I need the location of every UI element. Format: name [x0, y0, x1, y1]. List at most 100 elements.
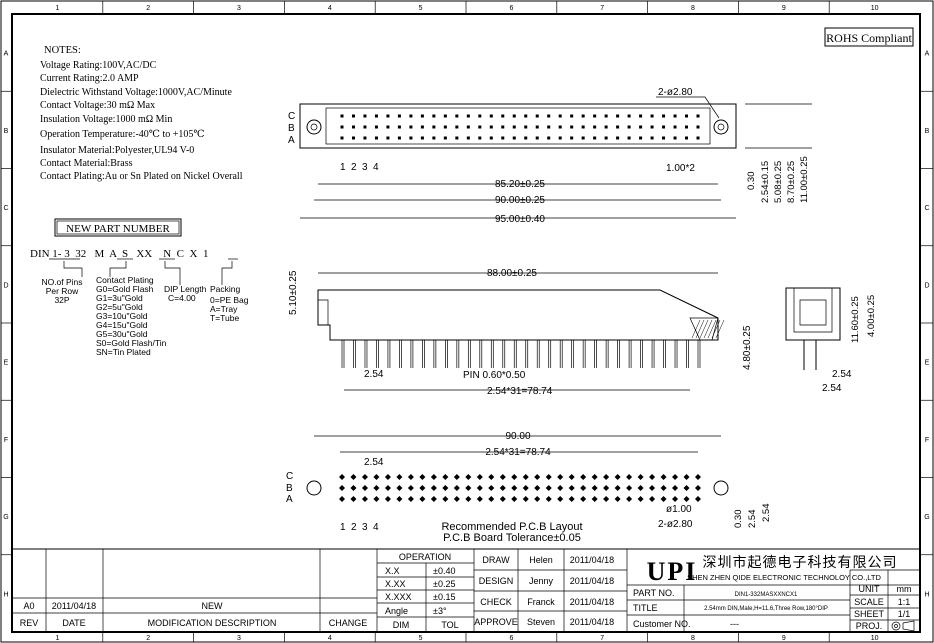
contact-pin: [501, 136, 505, 140]
revision-description: NEW: [202, 601, 224, 611]
contact-pin: [340, 114, 344, 118]
svg-text:CHECK: CHECK: [480, 597, 512, 607]
contact-pin: [455, 136, 459, 140]
svg-text:C=4.00: C=4.00: [168, 293, 196, 303]
contact-pin: [351, 114, 355, 118]
contact-pin: [639, 125, 643, 129]
svg-text:0=PE Bag: 0=PE Bag: [210, 295, 249, 305]
pcb-pad: [465, 474, 472, 480]
svg-text:2011/04/18: 2011/04/18: [570, 597, 614, 607]
row-marker: H: [924, 591, 929, 598]
pcb-pad: [580, 485, 587, 491]
pcb-pad: [522, 496, 529, 502]
contact-pin: [685, 125, 689, 129]
contact-pin: [443, 136, 447, 140]
pin-number: 4: [373, 522, 379, 533]
pcb-pad: [384, 485, 391, 491]
pcb-pad: [430, 485, 437, 491]
pcb-pad: [522, 485, 529, 491]
row-marker: B: [4, 128, 9, 135]
svg-text:Angle: Angle: [385, 606, 408, 616]
pcb-pad: [603, 496, 610, 502]
svg-text:2.54±0.15: 2.54±0.15: [760, 161, 771, 203]
top-view: C B A 1 2 3 4 2-ø2.80 1.00*2 85.20±0.25 …: [288, 87, 812, 225]
contact-pin: [547, 136, 551, 140]
contact-pin: [420, 125, 424, 129]
row-marker: B: [925, 128, 930, 135]
contact-pin: [627, 136, 631, 140]
pcb-pad: [695, 485, 701, 491]
svg-text:±0.25: ±0.25: [433, 579, 455, 589]
pcb-pad: [637, 485, 644, 491]
row-label: B: [288, 123, 295, 134]
row-marker: D: [924, 282, 929, 289]
pcb-pad: [534, 496, 541, 502]
row-label: B: [286, 483, 293, 494]
pcb-pad: [476, 496, 483, 502]
pcb-pad: [511, 496, 518, 502]
dim-85: 85.20±0.25: [495, 179, 545, 190]
svg-text:2.54*31=78.74: 2.54*31=78.74: [485, 447, 551, 458]
pin-number: 3: [362, 522, 368, 533]
note-line: Contact Plating:Au or Sn Plated on Nicke…: [40, 171, 243, 182]
svg-text:X.XXX: X.XXX: [385, 592, 412, 602]
svg-text:MODIFICATION DESCRIPTION: MODIFICATION DESCRIPTION: [148, 618, 277, 628]
top-pin-grid: [340, 114, 700, 140]
contact-pin: [581, 125, 585, 129]
note-line: Voltage Rating:100V,AC/DC: [40, 60, 157, 71]
front-pin-row: [341, 340, 701, 368]
row-label: C: [286, 471, 293, 482]
svg-text:TOL: TOL: [441, 620, 458, 630]
pcb-pad: [614, 496, 621, 502]
contact-pin: [650, 114, 654, 118]
svg-text:mm: mm: [897, 584, 912, 594]
svg-text:11.00±0.25: 11.00±0.25: [799, 156, 810, 203]
row-label: C: [288, 111, 295, 122]
contact-pin: [455, 125, 459, 129]
svg-text:90.00: 90.00: [505, 431, 530, 442]
hole-label: 2-ø2.80: [658, 87, 693, 98]
svg-text:2.54: 2.54: [364, 457, 384, 468]
svg-text:Steven: Steven: [527, 617, 555, 627]
column-marker: 8: [691, 5, 695, 12]
contact-pin: [696, 136, 700, 140]
svg-text:±0.15: ±0.15: [433, 592, 455, 602]
note-line: Contact Voltage:30 mΩ Max: [40, 100, 155, 111]
contact-pin: [662, 114, 666, 118]
pcb-pad: [488, 496, 495, 502]
note-line: Operation Temperature:-40℃ to +105℃: [40, 129, 205, 140]
svg-text:PROJ.: PROJ.: [856, 621, 883, 631]
contact-pin: [535, 125, 539, 129]
pcb-pad: [396, 496, 403, 502]
part-number-code: DIN 1- 3 32 M A S XX N C X 1: [30, 248, 208, 260]
pcb-pad: [545, 485, 552, 491]
contact-pin: [696, 125, 700, 129]
svg-text:2.54: 2.54: [822, 383, 842, 394]
pad-label: ø1.00: [666, 504, 692, 515]
pcb-pad: [683, 496, 690, 502]
pcb-pad: [488, 485, 495, 491]
row-marker: E: [925, 360, 930, 367]
pcb-pad: [637, 496, 644, 502]
pin-size: PIN 0.60*0.50: [463, 370, 526, 381]
contact-pin: [363, 114, 367, 118]
pcb-pad: [568, 474, 575, 480]
svg-text:X.XX: X.XX: [385, 579, 406, 589]
front-view: 88.00±0.25 5.10±0.25 2.54 PIN 0.60*0.50 …: [288, 268, 753, 397]
contact-pin: [466, 136, 470, 140]
row-marker: F: [4, 437, 8, 444]
pcb-layout: 90.00 2.54*31=78.74 2.54 C B A 1 2 3 4 ø…: [286, 431, 772, 544]
pcb-caption: P.C.B Board Tolerance±0.05: [443, 532, 581, 544]
pcb-pad: [614, 474, 621, 480]
svg-text:SHEET: SHEET: [854, 609, 885, 619]
contact-pin: [340, 136, 344, 140]
svg-text:G1=3u"Gold: G1=3u"Gold: [96, 293, 143, 303]
revision-date: 2011/04/18: [52, 601, 96, 611]
svg-text:SN=Tin Plated: SN=Tin Plated: [96, 347, 151, 357]
contact-pin: [512, 114, 516, 118]
pcb-pad: [339, 474, 345, 480]
pcb-pad: [545, 496, 552, 502]
drawing-title: 2.54mm DIN,Male,H=11.6,Three Row,180°DIP: [704, 606, 828, 612]
contact-pin: [673, 114, 677, 118]
